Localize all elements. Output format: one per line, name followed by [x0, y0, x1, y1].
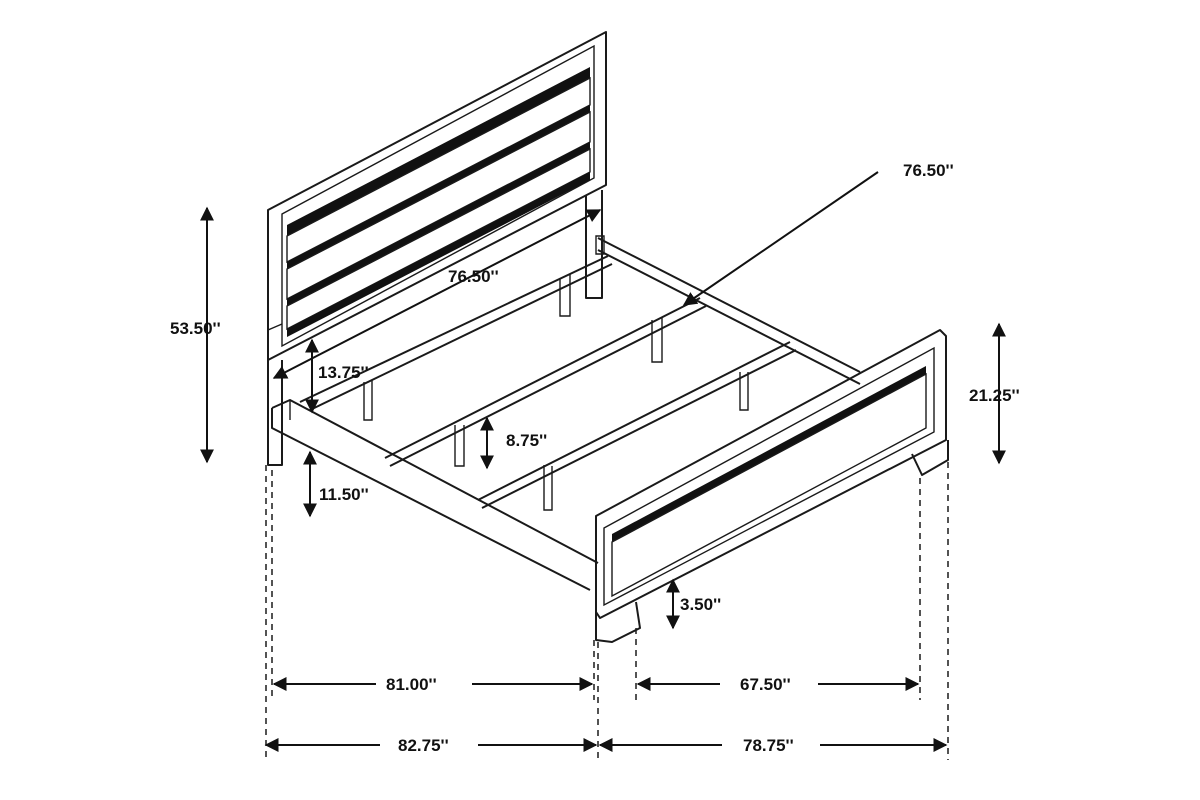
label-slat-support-height: 8.75'' — [506, 431, 547, 450]
extension-lines — [265, 462, 949, 760]
label-rail-clearance: 11.50'' — [319, 485, 369, 504]
label-rail-height-head: 13.75'' — [318, 363, 369, 382]
slat-bars — [299, 255, 797, 511]
footboard — [595, 329, 949, 643]
label-headboard-height: 53.50'' — [170, 319, 221, 338]
label-headboard-inner-width: 76.50'' — [448, 267, 499, 286]
right-side-rail — [595, 235, 861, 385]
label-overall-length: 82.75'' — [398, 736, 449, 755]
dimension-arrows — [200, 171, 1006, 752]
label-inner-width: 67.50'' — [740, 675, 791, 694]
headboard — [267, 31, 607, 466]
label-overall-width: 78.75'' — [743, 736, 794, 755]
label-diagonal-width: 76.50'' — [903, 161, 954, 180]
label-inner-length: 81.00'' — [386, 675, 437, 694]
left-side-rail — [271, 399, 599, 591]
label-footboard-height: 21.25'' — [969, 386, 1020, 405]
label-foot-clearance: 3.50'' — [680, 595, 721, 614]
dimension-labels: 53.50'' 76.50'' 76.50'' 13.75'' 8.75'' 1… — [170, 161, 1020, 755]
